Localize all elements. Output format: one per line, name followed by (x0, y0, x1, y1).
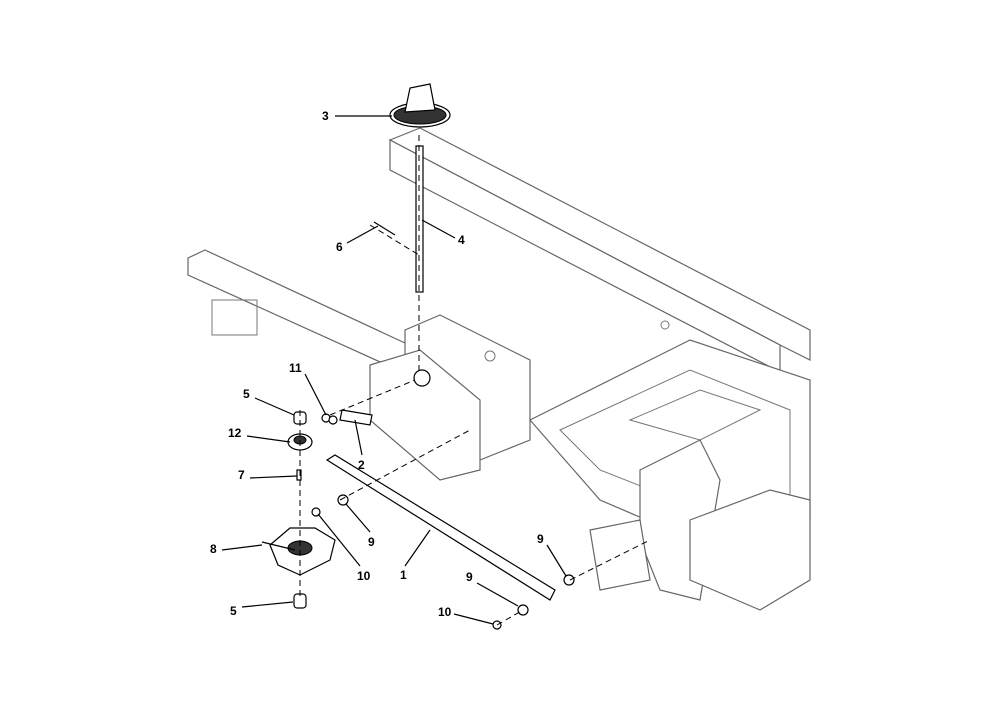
callout-2: 2 (358, 458, 365, 472)
callout-9-left: 9 (368, 535, 375, 549)
callout-5-bottom: 5 (230, 604, 237, 618)
callout-labels: 3 6 4 11 5 12 2 7 9 8 10 1 9 9 5 10 (210, 109, 544, 619)
part-11-nut (321, 413, 338, 425)
callout-7: 7 (238, 468, 245, 482)
callout-8: 8 (210, 542, 217, 556)
part-6-pin (373, 221, 396, 236)
callout-1: 1 (400, 568, 407, 582)
leader-lines (221, 115, 567, 625)
callout-9-bottom: 9 (466, 570, 473, 584)
callout-9-right: 9 (537, 532, 544, 546)
part-8-sprocket (261, 527, 336, 576)
callout-10-left: 10 (357, 569, 371, 583)
callout-10-bottom: 10 (438, 605, 452, 619)
part-2-clip (339, 409, 373, 426)
part-7-key (296, 469, 302, 481)
washers (311, 494, 575, 630)
assembly-lines (299, 135, 651, 626)
callout-4: 4 (458, 233, 465, 247)
callout-3: 3 (322, 109, 329, 123)
part-3-gauge-wheel-hub (389, 83, 451, 128)
callout-6: 6 (336, 240, 343, 254)
part-1-tie-rod (325, 454, 556, 601)
callout-5-top: 5 (243, 387, 250, 401)
part-5-bushing-bottom (293, 593, 307, 609)
callout-11: 11 (289, 361, 302, 375)
mower-frame (187, 127, 811, 611)
callout-12: 12 (228, 426, 242, 440)
